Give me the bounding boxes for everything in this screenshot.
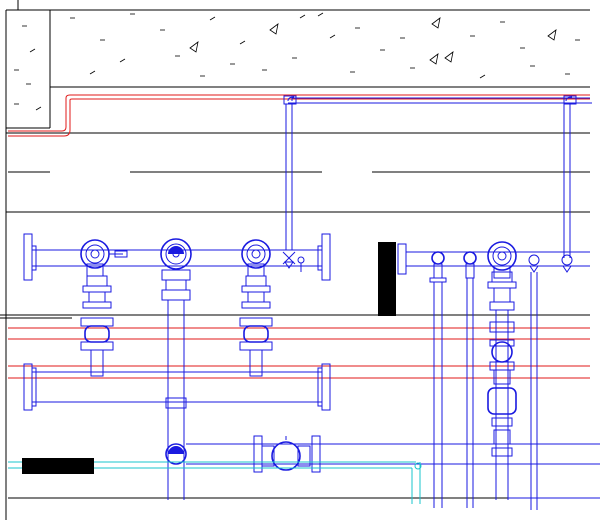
valve-stack-2 xyxy=(161,269,191,500)
left-manifold-lower xyxy=(23,363,331,411)
valve-right-1 xyxy=(429,251,447,508)
supply-header-top xyxy=(283,95,592,258)
hatch-triangle xyxy=(429,53,439,65)
black-bar-right xyxy=(378,242,396,316)
black-bar-lower-left xyxy=(22,458,94,474)
hatch-dash xyxy=(89,70,96,75)
hatch-dash xyxy=(329,34,336,39)
hatch-triangle xyxy=(444,51,454,63)
valve-stack-1 xyxy=(80,275,114,377)
pump-line xyxy=(165,435,600,473)
valve-stack-right xyxy=(487,271,600,500)
hatch-dash xyxy=(479,74,486,79)
hatch-dash xyxy=(317,12,324,17)
hatch-triangle xyxy=(431,17,441,29)
concrete-slab-hatch xyxy=(14,12,580,111)
hatch-dash xyxy=(29,48,36,53)
riser-valve-left xyxy=(282,251,305,272)
hot-water-lines xyxy=(8,94,590,379)
hatch-dash xyxy=(239,40,246,45)
valve-right-2 xyxy=(463,251,477,508)
hatch-triangle xyxy=(269,23,279,35)
gauge-1 xyxy=(80,239,128,277)
gauge-3 xyxy=(241,239,271,277)
hatch-dash xyxy=(119,58,126,63)
valve-stack-3 xyxy=(239,275,273,377)
hatch-triangle xyxy=(547,29,557,41)
valve-right-3 xyxy=(528,254,540,510)
hatch-dash xyxy=(299,14,306,19)
hatch-dash xyxy=(35,106,42,111)
hatch-triangle xyxy=(189,41,199,53)
hatch-dash xyxy=(209,16,216,21)
gauge-2 xyxy=(160,238,192,270)
valve-right-4 xyxy=(561,254,573,273)
